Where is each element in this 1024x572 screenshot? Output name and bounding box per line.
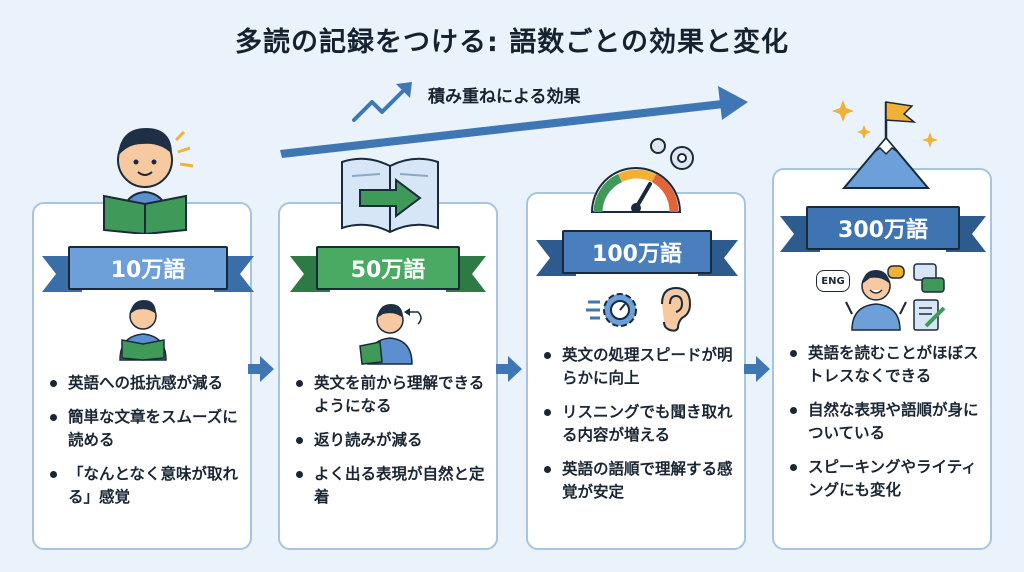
stage-3-bullets: 英文の処理スピードが明らかに向上 リスニングでも聞き取れる内容が増える 英語の語…	[542, 344, 738, 515]
bullet-item: よく出る表現が自然と定着	[294, 463, 490, 509]
stage-4-bullets: 英語を読むことがほぼストレスなくできる 自然な表現や語順が身についている スピー…	[788, 342, 984, 513]
bullet-item: 「なんとなく意味が取れる」感覚	[48, 463, 244, 509]
mountain-flag-icon	[832, 100, 938, 189]
trend-arrow	[280, 86, 748, 158]
stage-4-label: 300万語	[806, 206, 960, 250]
speed-gear-icon	[586, 293, 637, 327]
student-rereading-icon	[359, 304, 422, 365]
open-book-arrow-icon	[341, 157, 439, 234]
stage-2-label: 50万語	[316, 246, 460, 290]
speedometer-gear-icon	[590, 138, 694, 213]
stage-2-ribbon: 50万語	[290, 246, 460, 292]
eng-badge-label: ENG	[821, 275, 845, 287]
bullet-item: 自然な表現や語順が身についている	[788, 399, 984, 445]
trend-up-icon	[352, 82, 412, 122]
bullet-item: 英文の処理スピードが明らかに向上	[542, 344, 738, 390]
flow-arrow-1	[248, 356, 274, 382]
bullet-item: 英語を読むことがほぼストレスなくできる	[788, 342, 984, 388]
stage-3-ribbon: 100万語	[536, 230, 712, 276]
bullet-item: 英文を前から理解できるようになる	[294, 372, 490, 418]
bullet-item: 簡単な文章をスムーズに読める	[48, 406, 244, 452]
bullet-item: 英語の語順で理解する感覚が安定	[542, 458, 738, 504]
bullet-item: スピーキングやライティングにも変化	[788, 456, 984, 502]
stage-2-bullets: 英文を前から理解できるようになる 返り読みが減る よく出る表現が自然と定着	[294, 372, 490, 520]
stage-1-label: 10万語	[68, 246, 228, 290]
ear-icon	[661, 286, 692, 332]
trend-label: 積み重ねによる効果	[428, 87, 581, 107]
writing-note-icon	[913, 299, 946, 331]
student-reading-icon	[119, 300, 167, 361]
bullet-item: 返り読みが減る	[294, 429, 490, 452]
flow-arrow-2	[496, 356, 522, 382]
bullet-item: 英語への抵抗感が減る	[48, 372, 244, 395]
boy-reading-icon	[103, 128, 194, 234]
bullet-item: リスニングでも聞き取れる内容が増える	[542, 401, 738, 447]
stage-1-bullets: 英語への抵抗感が減る 簡単な文章をスムーズに読める 「なんとなく意味が取れる」感…	[48, 372, 244, 520]
stage-4-ribbon: 300万語	[780, 206, 960, 252]
stage-1-ribbon: 10万語	[42, 246, 228, 292]
eng-speech-bubble: ENG	[816, 270, 850, 292]
happy-person-icon	[845, 270, 907, 331]
flow-arrow-3	[744, 356, 770, 382]
stage-3-label: 100万語	[562, 230, 712, 274]
chat-bubbles-icon	[887, 263, 945, 293]
page-title: 多読の記録をつける: 語数ごとの効果と変化	[235, 27, 789, 58]
